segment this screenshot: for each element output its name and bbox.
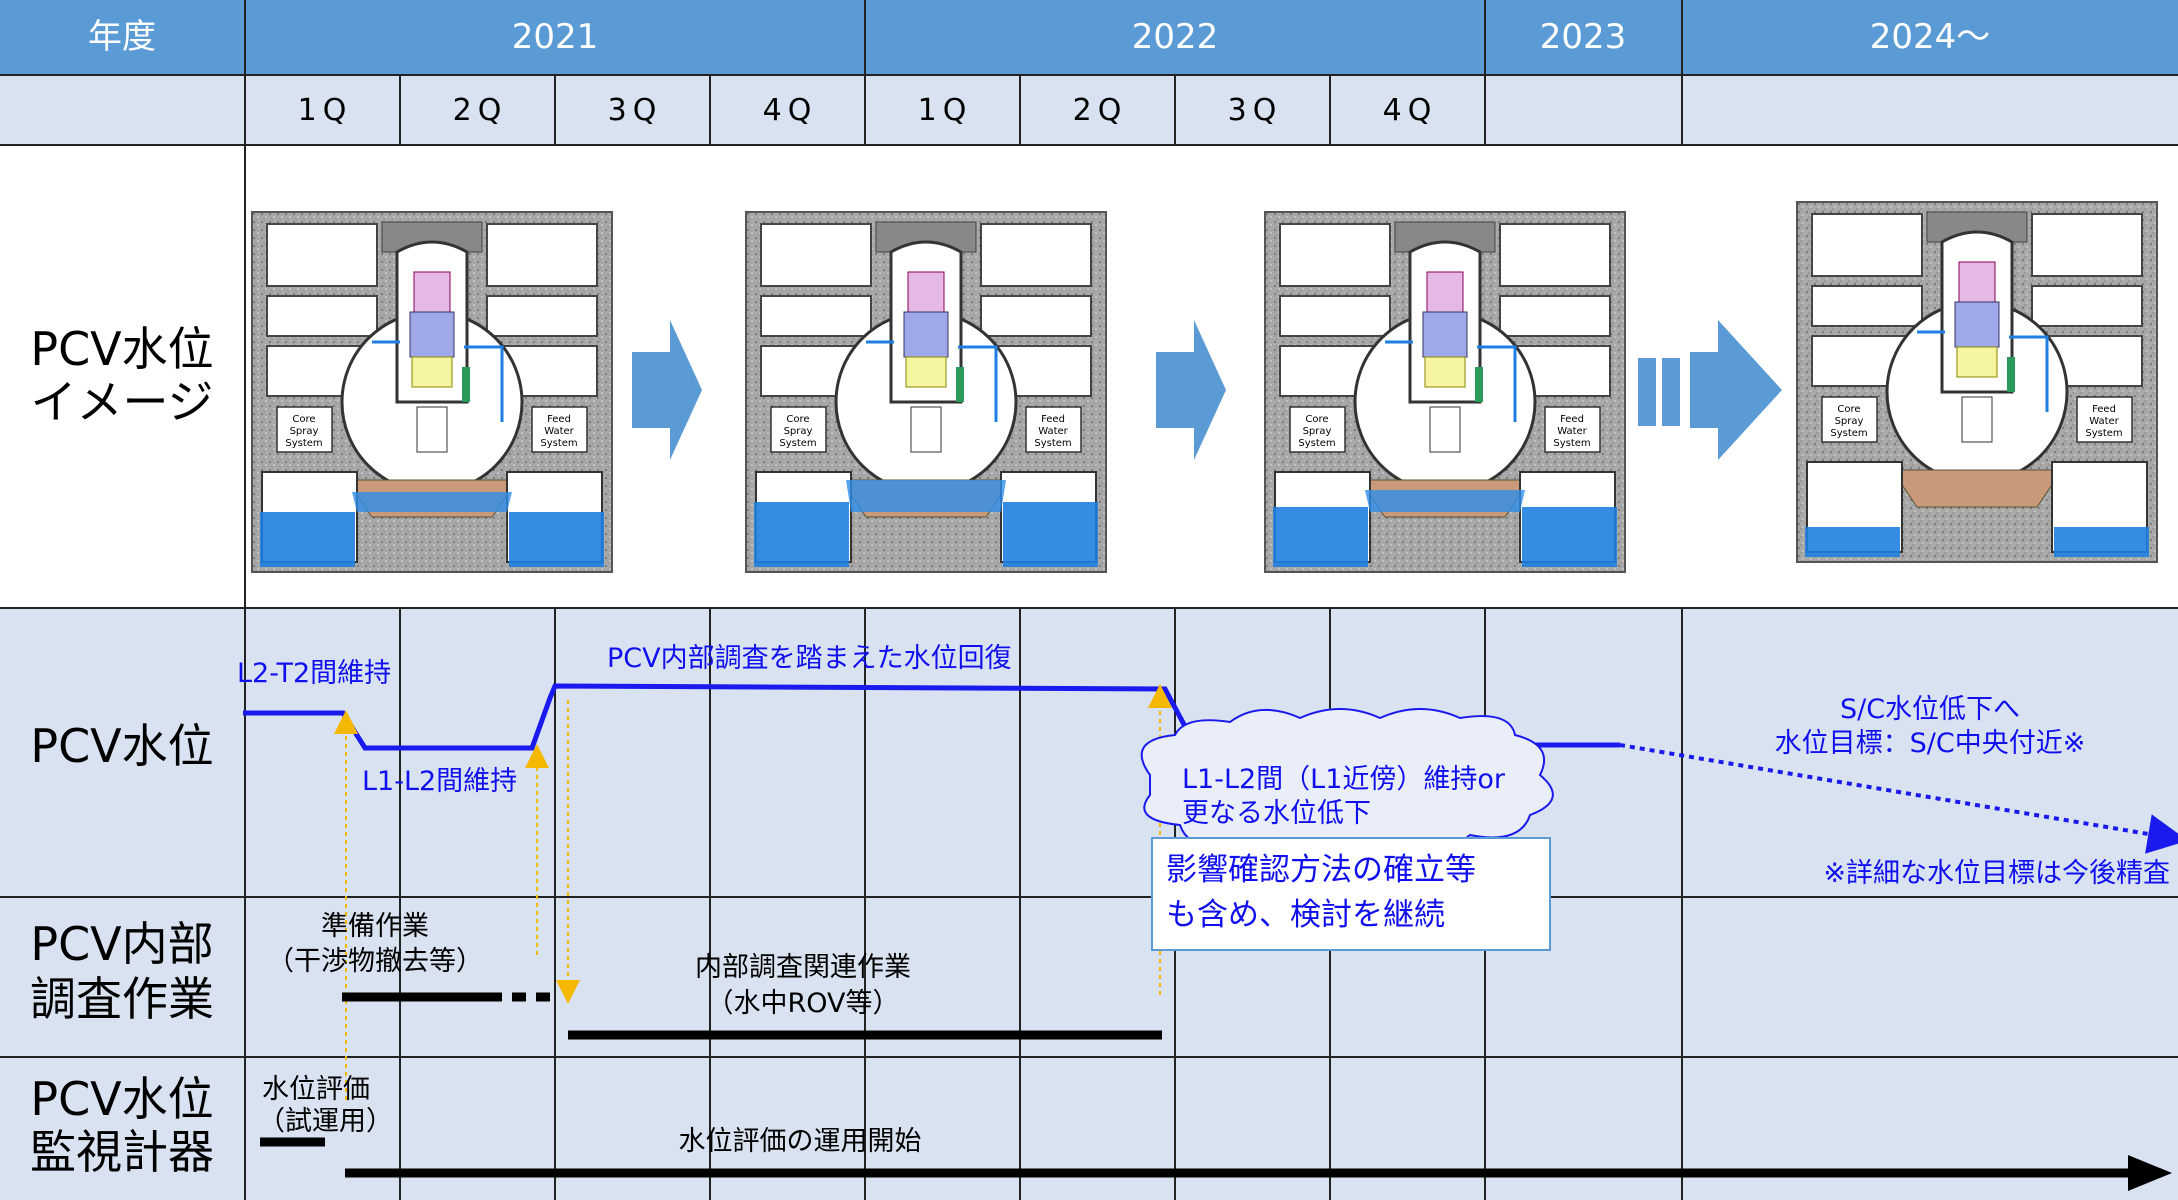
operation-start-label: 水位評価の運用開始 — [679, 1126, 922, 1157]
sc-target-text: 水位目標：S/C中央付近※ — [1775, 728, 2086, 759]
quarter-label: 1Q — [298, 93, 353, 128]
internal-work-label: 内部調査関連作業 — [695, 952, 911, 983]
row-label-monitor: 監視計器 — [30, 1125, 214, 1179]
trial-label: 水位評価 — [262, 1074, 370, 1105]
row-label-level: PCV水位 — [30, 719, 213, 773]
corner-label: 年度 — [88, 17, 156, 57]
plant-illustration-1 — [250, 210, 614, 574]
quarter-bar — [0, 75, 2178, 145]
quarter-label: 2Q — [453, 93, 508, 128]
quarter-label: 2Q — [1073, 93, 1128, 128]
quarter-label: 3Q — [1228, 93, 1283, 128]
label-l2-t2: L2-T2間維持 — [237, 658, 391, 689]
year-2023: 2023 — [1540, 17, 1627, 57]
quarter-label: 3Q — [608, 93, 663, 128]
footnote: ※詳細な水位目標は今後精査 — [1823, 858, 2170, 889]
label-l1-l2: L1-L2間維持 — [362, 766, 517, 797]
sc-target-text: S/C水位低下へ — [1840, 694, 2020, 725]
level-projection-dotted — [1619, 743, 2178, 854]
year-2021: 2021 — [512, 17, 599, 57]
note-box-text: も含め、検討を継続 — [1166, 897, 1445, 933]
trial-label: （試運用） — [258, 1106, 393, 1137]
row-label-image: イメージ — [30, 375, 213, 429]
quarter-label: 1Q — [918, 93, 973, 128]
note-box — [1151, 837, 1551, 951]
quarter-label: 4Q — [1383, 93, 1438, 128]
plant-illustration-4 — [1795, 200, 2159, 564]
plant-illustration-2 — [744, 210, 1108, 574]
internal-work-label: （水中ROV等） — [706, 988, 899, 1019]
quarter-label: 4Q — [763, 93, 818, 128]
header-bar — [0, 0, 2178, 75]
cloud-text: L1-L2間（L1近傍）維持or — [1182, 764, 1506, 795]
plant-illustration-3 — [1263, 210, 1627, 574]
row-label-investigation: PCV内部 — [30, 917, 213, 971]
operation-bar-arrowhead — [2128, 1155, 2172, 1191]
transition-arrow-2 — [1156, 320, 1226, 460]
row-label-investigation: 調査作業 — [30, 972, 214, 1026]
row-label-image: PCV水位 — [30, 322, 213, 376]
transition-arrow-1 — [632, 320, 702, 460]
row-label-monitor: PCV水位 — [30, 1072, 213, 1126]
note-box-text: 影響確認方法の確立等 — [1166, 852, 1476, 888]
lower-rows-bg — [0, 608, 2178, 1200]
label-recovery: PCV内部調査を踏まえた水位回復 — [607, 643, 1012, 674]
year-2024: 2024～ — [1870, 17, 1991, 57]
prep-work-label: 準備作業 — [321, 911, 429, 942]
year-2022: 2022 — [1132, 17, 1219, 57]
prep-work-label: （干渉物撤去等） — [267, 946, 483, 977]
cloud-text: 更なる水位低下 — [1182, 798, 1371, 829]
transition-arrow-3 — [1638, 320, 1782, 460]
